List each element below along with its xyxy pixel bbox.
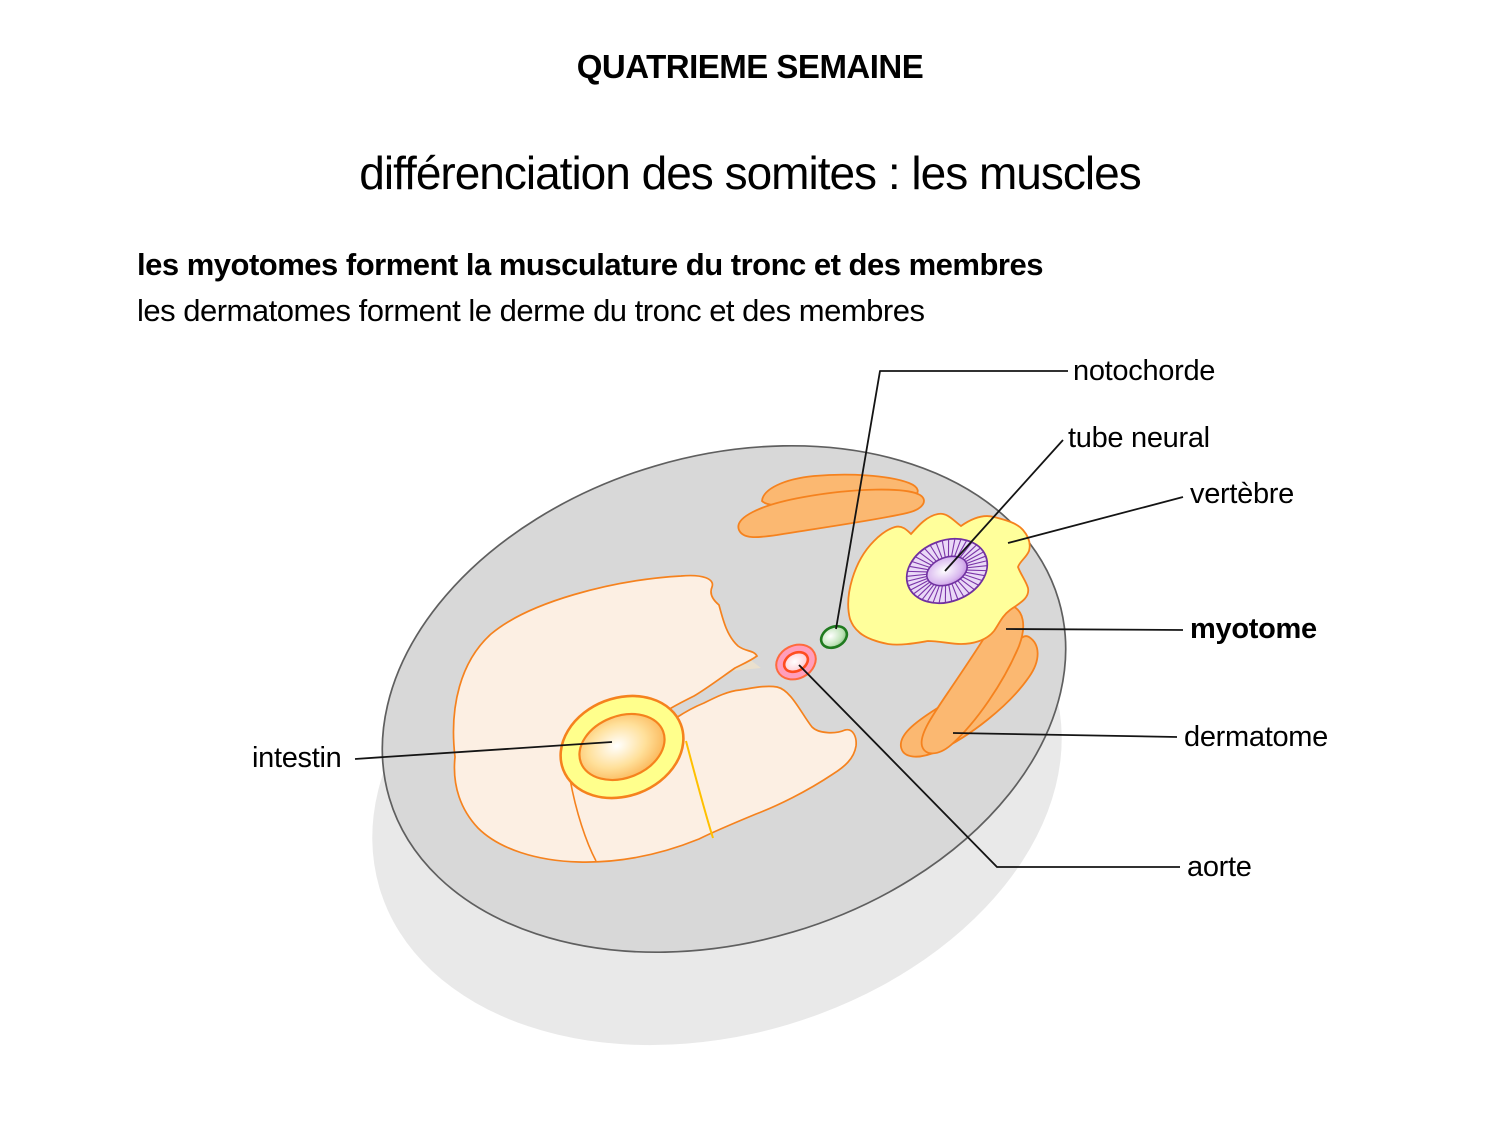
neural-tube-ray [915, 556, 932, 566]
neural-tube-ray [935, 542, 943, 559]
neural-tube-ray [959, 578, 975, 590]
neural-tube-ray [919, 552, 935, 564]
neural-tube-ray [912, 561, 930, 568]
slide-subtitle: différenciation des somites : les muscle… [359, 147, 1141, 199]
neural-tube-ray [907, 575, 928, 582]
leader-dermatome [952, 732, 1178, 738]
notochord-shape [819, 624, 849, 650]
gut-shape [559, 694, 685, 800]
neural-tube-ray [907, 570, 928, 573]
neural-tube-ray [964, 574, 982, 581]
neural-tube-ray [907, 573, 927, 577]
neural-tube-ray [932, 585, 940, 603]
neural-tube-ray [965, 571, 985, 577]
neural-tube-ray [962, 576, 979, 586]
leader-vertebre [1007, 496, 1184, 544]
neural-tube-ray [951, 539, 956, 557]
neural-tube-ray [908, 578, 928, 587]
label-aorte: aorte [1187, 851, 1252, 883]
neural-tube-ray [961, 544, 977, 559]
statement-dermatomes: les dermatomes forment le derme du tronc… [137, 293, 925, 328]
statement-myotomes: les myotomes forment la musculature du t… [137, 247, 1043, 282]
label-myotome: myotome [1190, 613, 1317, 645]
neural-tube-ray [924, 548, 937, 562]
leader-intestin [354, 741, 613, 760]
label-notochorde: notochorde [1073, 355, 1216, 387]
neural-tube-ray [941, 540, 946, 558]
body-wall-orange-line [569, 778, 597, 862]
neural-tube-ray [909, 565, 929, 571]
neural-tube-ray [963, 547, 981, 561]
neural-tube-ray [927, 584, 938, 602]
neural-tube-ray [954, 539, 962, 557]
leader-aorte [798, 664, 1180, 868]
neural-tube-ray [948, 584, 953, 602]
neural-tube-ray [910, 579, 929, 591]
neural-tube-ray [938, 585, 943, 603]
neural-tube-rays [907, 539, 987, 603]
neural-tube-ray [956, 540, 967, 558]
neural-tube-ray [966, 569, 987, 572]
somite-lower-shape [737, 488, 925, 539]
neural-tube-ray [966, 555, 986, 564]
neural-tube-ray [921, 584, 935, 600]
neural-tube-ray [965, 551, 984, 563]
label-dermatome: dermatome [1184, 721, 1328, 753]
neural-tube-ray [929, 545, 940, 561]
leader-myotome [1005, 628, 1184, 631]
neural-tube-ray [959, 542, 973, 558]
neural-tube-ray [951, 583, 959, 600]
leader-notochorde [835, 370, 1068, 630]
label-vertebre: vertèbre [1190, 478, 1294, 510]
neural-tube-ray [954, 581, 965, 597]
neural-tube-ray [944, 585, 947, 603]
label-intestin: intestin [252, 742, 342, 774]
neural-tube-ray [913, 581, 931, 595]
body-wall-yellow-line [685, 740, 714, 839]
label-tube-neural: tube neural [1068, 422, 1210, 454]
neural-tube-ray [917, 583, 933, 598]
neural-tube-ray [957, 580, 970, 594]
neural-tube-ray [966, 560, 987, 567]
gut-inner [578, 712, 666, 782]
somite-shapes [737, 473, 925, 539]
leader-tube-neural [944, 439, 1064, 572]
neural-tube-ray [967, 565, 987, 569]
neural-tube-ray [947, 539, 950, 557]
neural-tube-shape [905, 537, 989, 605]
leader-lines [354, 370, 1184, 868]
slide-title: QUATRIEME SEMAINE [576, 48, 924, 85]
neural-tube-inner [926, 555, 968, 587]
